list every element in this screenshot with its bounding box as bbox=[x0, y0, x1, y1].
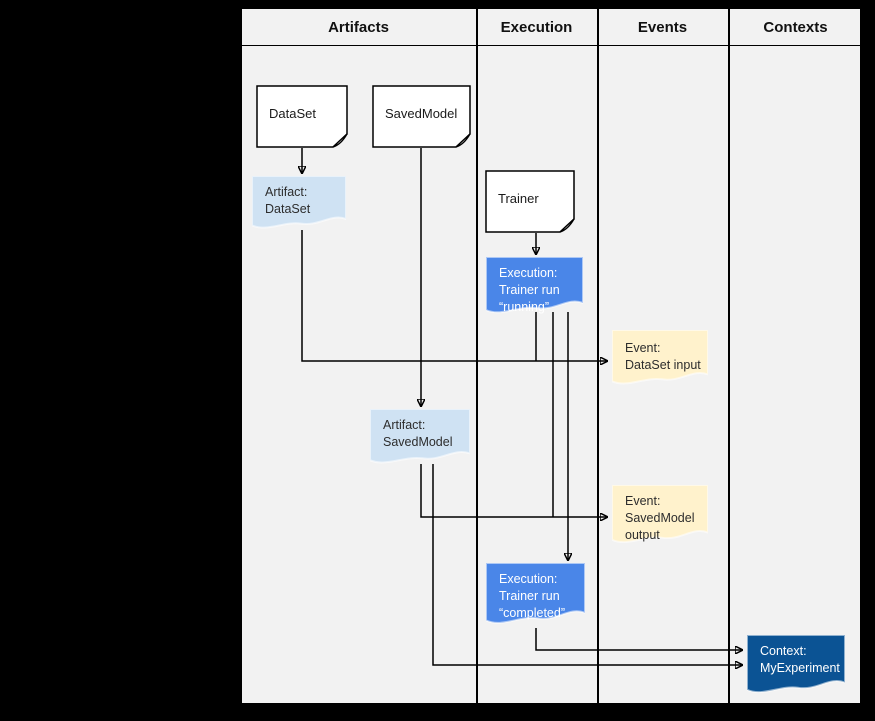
column-header-artifacts: Artifacts bbox=[328, 19, 389, 36]
node-execution-running: Execution: Trainer run “running” bbox=[486, 257, 583, 317]
column-header-events: Events bbox=[637, 19, 688, 36]
node-label: Artifact: SavedModel bbox=[383, 418, 453, 449]
wave-shape bbox=[612, 330, 708, 388]
column-divider bbox=[476, 8, 478, 704]
column-divider bbox=[728, 8, 730, 704]
wave-shape bbox=[252, 176, 346, 232]
column-header-contexts: Contexts bbox=[763, 19, 828, 36]
header-underline bbox=[241, 45, 863, 47]
node-label: Trainer bbox=[498, 191, 539, 206]
node-savedmodel: SavedModel bbox=[372, 85, 471, 148]
node-trainer: Trainer bbox=[485, 170, 575, 233]
node-label: Event: SavedModel output bbox=[625, 494, 695, 542]
node-artifact-savedmodel: Artifact: SavedModel bbox=[370, 409, 470, 467]
node-event-savedmodel-output: Event: SavedModel output bbox=[612, 485, 708, 547]
node-context-myexperiment: Context: MyExperiment bbox=[747, 635, 845, 697]
node-label: Execution: Trainer run “running” bbox=[499, 266, 560, 314]
wave-shape bbox=[370, 409, 470, 467]
doc-shape bbox=[372, 85, 471, 148]
node-execution-completed: Execution: Trainer run “completed” bbox=[486, 563, 585, 628]
wave-shape bbox=[747, 635, 845, 697]
node-dataset: DataSet bbox=[256, 85, 348, 148]
node-label: Event: DataSet input bbox=[625, 341, 701, 372]
node-artifact-dataset: Artifact: DataSet bbox=[252, 176, 346, 232]
node-label: DataSet bbox=[269, 106, 316, 121]
node-label: Artifact: DataSet bbox=[265, 185, 311, 216]
doc-shape bbox=[485, 170, 575, 233]
column-divider bbox=[597, 8, 599, 704]
node-label: Context: MyExperiment bbox=[760, 644, 840, 675]
node-event-dataset-input: Event: DataSet input bbox=[612, 330, 708, 388]
node-label: Execution: Trainer run “completed” bbox=[499, 572, 565, 620]
doc-shape bbox=[256, 85, 348, 148]
column-header-execution: Execution bbox=[500, 19, 573, 36]
node-label: SavedModel bbox=[385, 106, 458, 121]
